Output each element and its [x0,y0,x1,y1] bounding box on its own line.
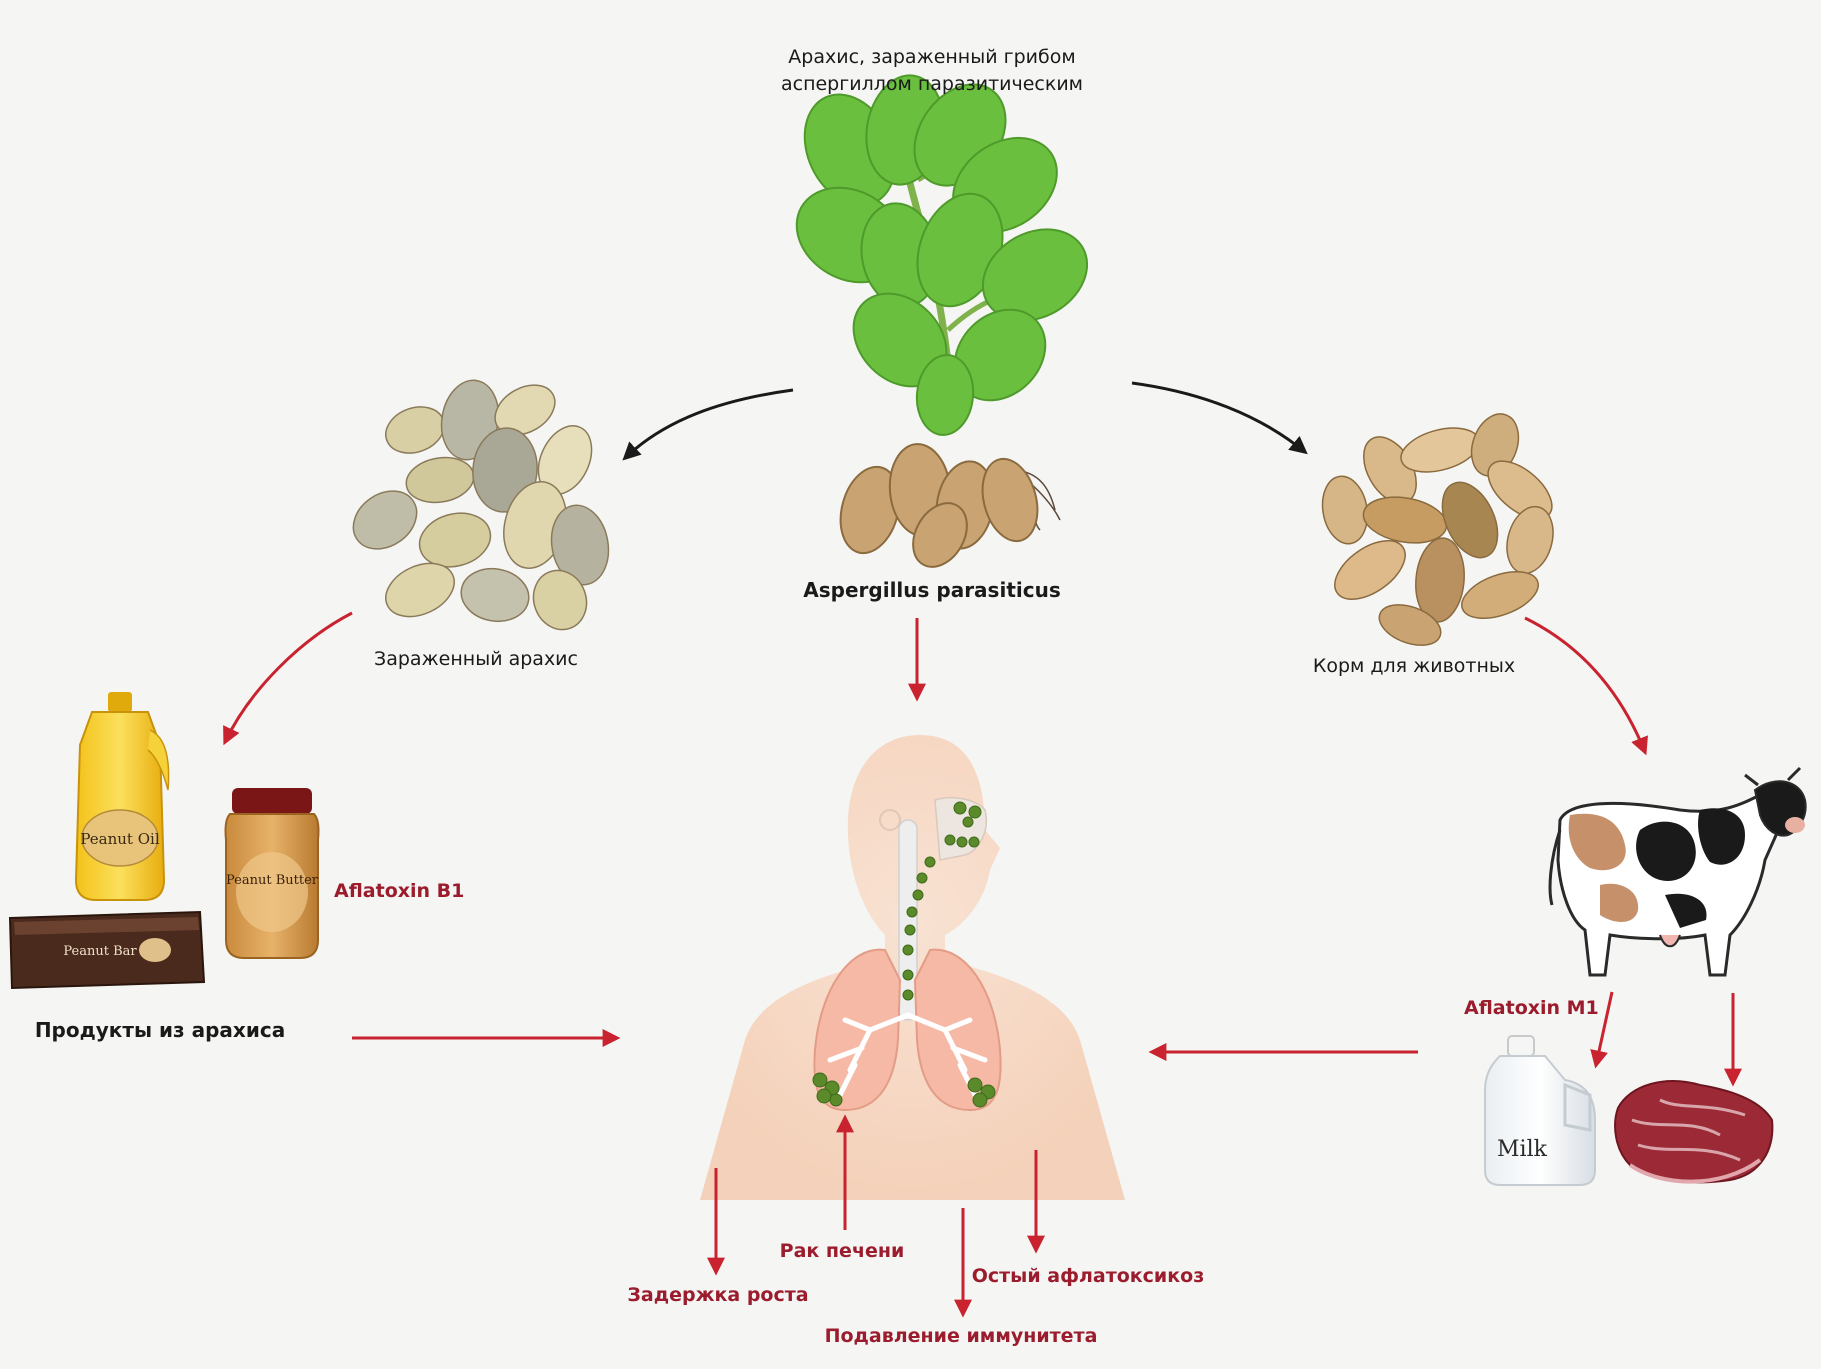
acute-aflatoxicosis-label: Остый афлатоксикоз [971,1265,1205,1287]
animal-feed-icon [1321,413,1554,646]
peanut-plant-icon [795,74,1089,568]
peanut-bar-icon: Peanut Bar [8,910,206,990]
infected-peanut-label: Зараженный арахис [374,648,578,670]
arrows [223,381,1742,1318]
plant-title: Арахис, зараженный грибом аспергиллом па… [781,44,1083,98]
arrow-plant-to-animal-feed [1131,381,1308,455]
arrow-plant-to-infected-peanut [622,388,794,461]
plant-title-line2: аспергиллом паразитическим [780,73,1084,95]
immune-suppression-label: Подавление иммунитета [824,1325,1098,1347]
peanut-butter-jar-icon: Peanut Butter [224,788,320,959]
liver-cancer-label: Рак печени [779,1240,905,1262]
peanut-bar-label: Peanut Bar [63,944,137,959]
milk-label: Milk [1497,1137,1548,1162]
growth-delay-label: Задержка роста [627,1284,809,1306]
arrow-infected-peanut-to-products [223,611,353,746]
aspergillus-label: Aspergillus parasiticus [803,578,1061,602]
peanut-products-label: Продукты из арахиса [34,1018,286,1042]
plant-title-line1: Арахис, зараженный грибом [788,46,1076,68]
peanut-oil-bottle-icon: Peanut Oil [74,692,170,901]
human-body-icon [700,735,1125,1200]
peanut-butter-label: Peanut Butter [226,873,319,888]
cow-icon [1548,766,1807,977]
milk-jug-icon: Milk [1484,1035,1596,1186]
animal-feed-label: Корм для животных [1312,655,1516,677]
peanut-oil-label: Peanut Oil [80,830,159,848]
meat-icon [1614,1080,1774,1184]
arrow-cow-to-milk [1590,991,1614,1069]
aflatoxin-b1-label: Aflatoxin B1 [334,880,465,902]
infected-peanuts-icon [352,379,610,631]
aflatoxin-m1-label: Aflatoxin M1 [1464,997,1599,1019]
arrow-feed-to-cow [1524,616,1648,756]
